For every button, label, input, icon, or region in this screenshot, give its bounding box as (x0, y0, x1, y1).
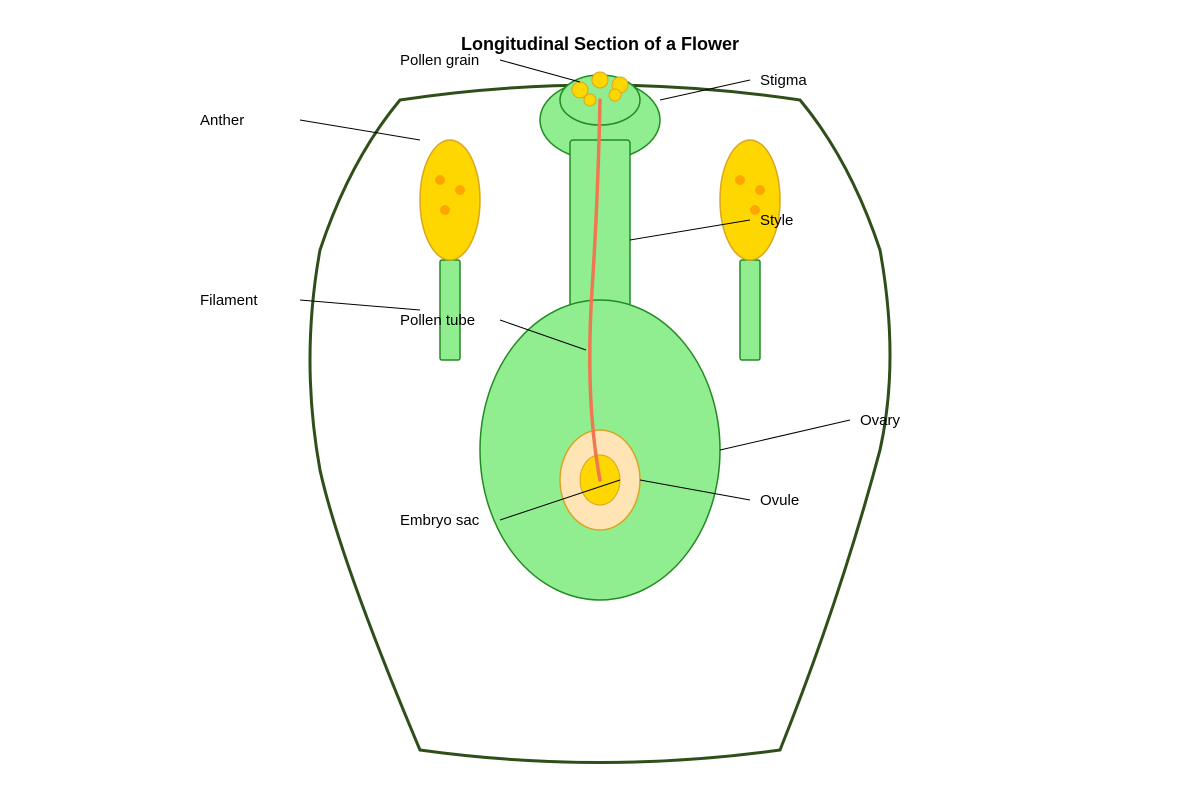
leader-pollen-grain (499, 59, 581, 83)
right-anther (719, 139, 781, 261)
label-style: Style (760, 212, 793, 229)
label-embryo-sac: Embryo sac (400, 512, 480, 529)
left-anther (419, 139, 481, 261)
leader-ovule (639, 479, 751, 501)
right-filament (739, 259, 761, 361)
right-anther-pollen-dot (735, 175, 745, 185)
right-anther-pollen-dot (750, 205, 760, 215)
pollen-grain (608, 88, 622, 102)
label-pollen-grain: Pollen grain (400, 52, 479, 69)
right-anther-pollen-dot (755, 185, 765, 195)
label-anther: Anther (200, 112, 244, 129)
leader-embryo-sac (499, 479, 621, 521)
label-stigma: Stigma (760, 72, 807, 89)
leader-filament (299, 299, 421, 311)
label-ovule: Ovule (760, 492, 799, 509)
leader-style (629, 219, 751, 241)
diagram-title: Longitudinal Section of a Flower (461, 34, 739, 54)
flower-outline (308, 83, 892, 764)
label-filament: Filament (200, 292, 258, 309)
leader-ovary (719, 419, 851, 451)
pollen-grain (583, 93, 597, 107)
style-column (569, 139, 631, 321)
label-pollen-tube: Pollen tube (400, 312, 475, 329)
pollen-grain (591, 71, 609, 89)
leader-pollen-tube (499, 319, 587, 351)
label-ovary: Ovary (860, 412, 901, 429)
left-anther-pollen-dot (455, 185, 465, 195)
pollen-tube (588, 98, 602, 482)
left-filament (439, 259, 461, 361)
leader-anther (299, 119, 421, 141)
left-anther-pollen-dot (435, 175, 445, 185)
left-anther-pollen-dot (440, 205, 450, 215)
leader-stigma (659, 79, 751, 101)
